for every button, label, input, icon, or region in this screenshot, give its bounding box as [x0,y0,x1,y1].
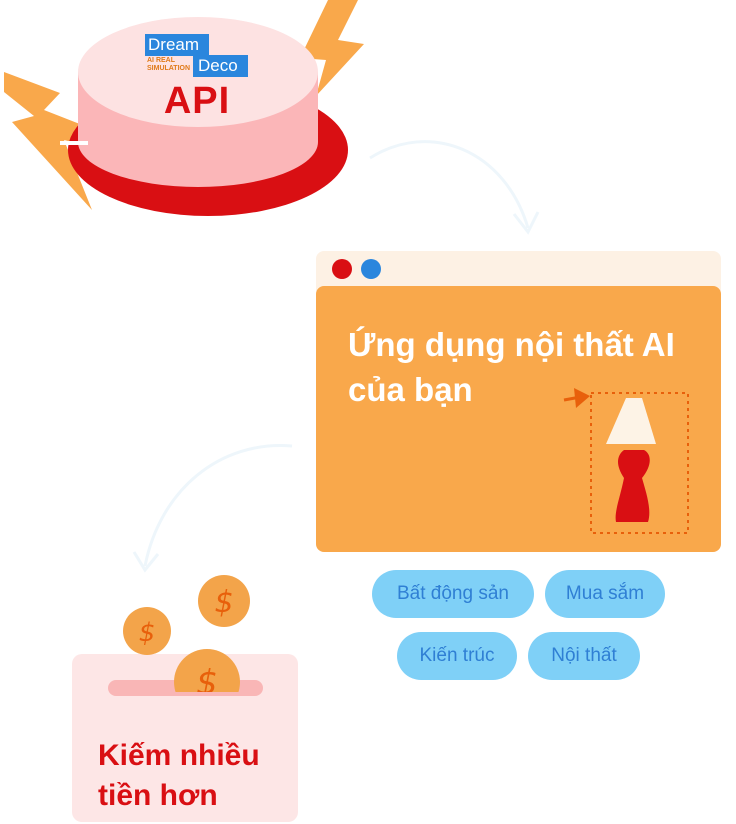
logo-deco-text: Deco [193,55,248,77]
api-label: API [163,80,231,122]
chip-shopping[interactable]: Mua sắm [545,570,665,618]
lamp-base-icon [615,450,650,522]
logo-dream-text: Dream [145,34,209,56]
dreamdeco-logo: Dream Deco AI REAL SIMULATION [145,34,248,77]
lamp-selection [563,388,689,534]
app-window-titlebar [316,251,721,291]
chip-real-estate[interactable]: Bất động sản [372,570,534,618]
coin-icon: $ [174,649,240,700]
chip-architecture[interactable]: Kiến trúc [397,632,517,680]
coin-icon: $ [198,575,250,627]
arrow-api-to-app [369,140,530,229]
app-window-body [316,286,721,552]
arrow-head-icon [132,551,160,573]
svg-text:$: $ [139,618,156,648]
logo-tagline: AI REAL SIMULATION [147,57,191,72]
chip-interior[interactable]: Nội thất [528,632,640,680]
earn-heading: Kiếm nhiều tiền hơn [98,736,288,816]
earn-line2: tiền hơn [98,779,218,812]
window-minimize-dot [361,259,381,279]
earn-line1: Kiếm nhiều [98,739,260,772]
lamp-shade-icon [606,398,656,444]
arrow-app-to-earn [143,444,293,567]
svg-text:$: $ [196,663,218,700]
window-close-dot [332,259,352,279]
lightning-bolt-left-icon [4,72,92,210]
arrow-head-icon [512,211,540,235]
api-button-illustration [4,0,364,216]
app-window-title: Ứng dụng nội thất AI của bạn [348,322,718,412]
coins-illustration: $ $ $ [123,575,250,700]
cursor-arrow-icon [563,388,590,408]
svg-text:$: $ [214,585,233,620]
coin-icon: $ [123,607,171,655]
lightning-bolt-right-icon [300,0,364,96]
app-title-line1: Ứng dụng nội thất AI [348,326,675,363]
app-title-line2: của bạn [348,371,473,408]
